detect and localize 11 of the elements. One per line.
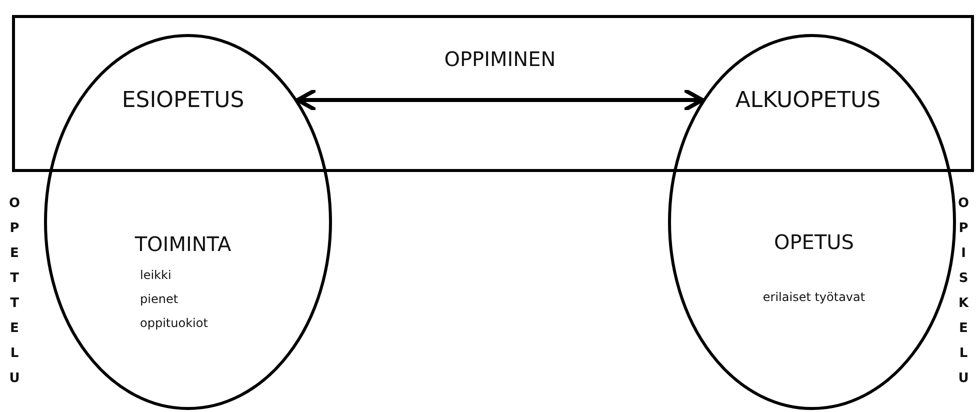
note-text: erilaiset työtavat <box>762 290 866 304</box>
activity-heading: OPETUS <box>774 230 854 254</box>
oval-shape <box>44 34 332 410</box>
note-text: leikki pienet oppituokiot <box>140 267 208 332</box>
vertical-text: OPISKELU <box>957 195 970 388</box>
vertical-text: OPETTELU <box>8 195 21 388</box>
double-arrow <box>296 88 704 112</box>
activity-heading: TOIMINTA <box>134 232 232 256</box>
stage-title: ESIOPETUS <box>122 88 244 113</box>
oval-shape <box>668 34 956 410</box>
stage-title: ALKUOPETUS <box>735 88 881 113</box>
